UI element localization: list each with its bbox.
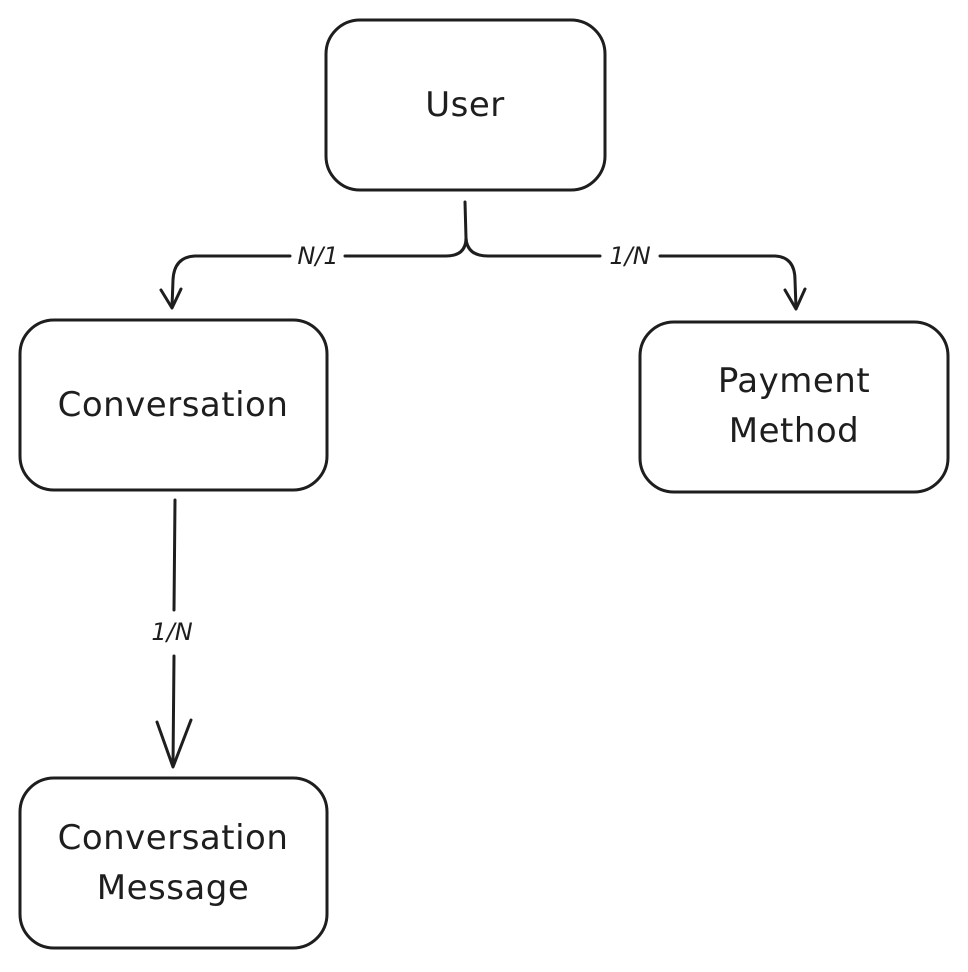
- node-conversation-label: Conversation: [58, 385, 289, 425]
- edge-label-conversation-message: 1/N: [151, 618, 192, 646]
- node-conversation-message-box: [18, 776, 329, 950]
- node-user[interactable]: User: [324, 18, 607, 192]
- node-payment-method[interactable]: Payment Method: [638, 320, 950, 494]
- node-user-box: [324, 18, 607, 192]
- node-conversation-box: [18, 318, 329, 492]
- node-conversation-message-label-line-2: Message: [97, 868, 250, 908]
- node-conversation[interactable]: Conversation: [18, 318, 329, 492]
- edge-label-user-payment-method: 1/N: [609, 242, 650, 270]
- arrowhead-down-icon: [783, 287, 807, 311]
- arrowhead-down-icon: [155, 718, 193, 769]
- node-conversation-message[interactable]: Conversation Message: [18, 776, 329, 950]
- node-payment-method-label-line-2: Method: [729, 411, 860, 451]
- edge-user-to-payment-method: [464, 236, 807, 311]
- edge-label-user-conversation: N/1: [297, 242, 338, 270]
- node-payment-method-label-line-1: Payment: [718, 361, 870, 401]
- edge-user-stem: [343, 200, 468, 258]
- edge-user-conversation-line: [170, 254, 292, 309]
- edge-conversation-message-line-a: [172, 498, 177, 612]
- node-payment-method-box: [638, 320, 950, 494]
- edge-conversation-to-message: [155, 498, 193, 769]
- arrowhead-down-icon: [159, 287, 183, 310]
- node-conversation-message-label-line-1: Conversation: [58, 818, 289, 858]
- edge-user-payment-line-b: [658, 254, 798, 310]
- edge-user-payment-line-a: [464, 236, 602, 258]
- node-user-label: User: [425, 85, 505, 125]
- edge-conversation-message-line-b: [171, 654, 176, 768]
